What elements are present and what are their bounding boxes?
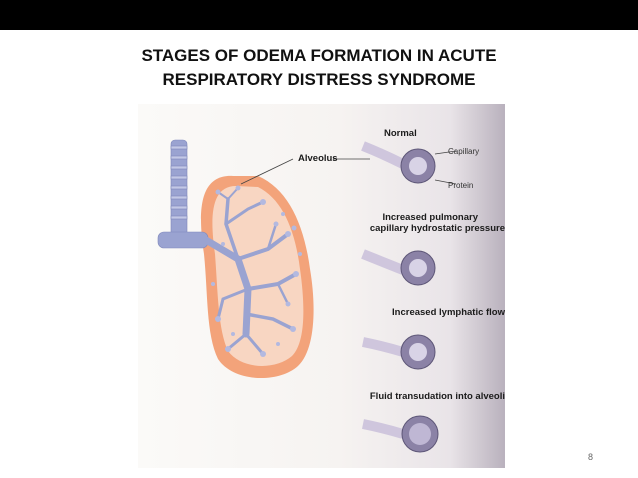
alveolus-label: Alveolus (298, 153, 338, 164)
slide-title: STAGES OF ODEMA FORMATION IN ACUTE RESPI… (40, 44, 598, 92)
stage-2-label-line-1: Increased pulmonary (382, 212, 478, 223)
stage-4-alveolus (362, 415, 439, 453)
lung-diagram (157, 139, 457, 453)
trachea (157, 139, 209, 249)
alveoli-cluster (211, 185, 302, 357)
stage-1-alveolus (361, 141, 457, 185)
stage-3-alveolus (362, 334, 436, 370)
stage-2-label-line-2: capillary hydrostatic pressure (369, 223, 505, 234)
capillary-label: Capillary (448, 147, 480, 156)
stage-3-label: Increased lymphatic flow (392, 307, 505, 318)
bronchial-tree (202, 187, 298, 356)
stage-1-label: Normal (384, 128, 417, 139)
stage-2-alveolus (361, 249, 436, 286)
slide-title-line-1: STAGES OF ODEMA FORMATION IN ACUTE (141, 46, 497, 65)
slide-title-line-2: RESPIRATORY DISTRESS SYNDROME (162, 70, 476, 89)
protein-label: Protein (448, 181, 474, 190)
top-bar (0, 0, 638, 30)
page-number: 8 (588, 452, 594, 462)
alveolus-pointer (240, 158, 294, 185)
stage-4-label: Fluid transudation into alveoli (369, 391, 505, 402)
ards-illustration: Alveolus Normal Capillary Protein Increa… (138, 104, 505, 468)
